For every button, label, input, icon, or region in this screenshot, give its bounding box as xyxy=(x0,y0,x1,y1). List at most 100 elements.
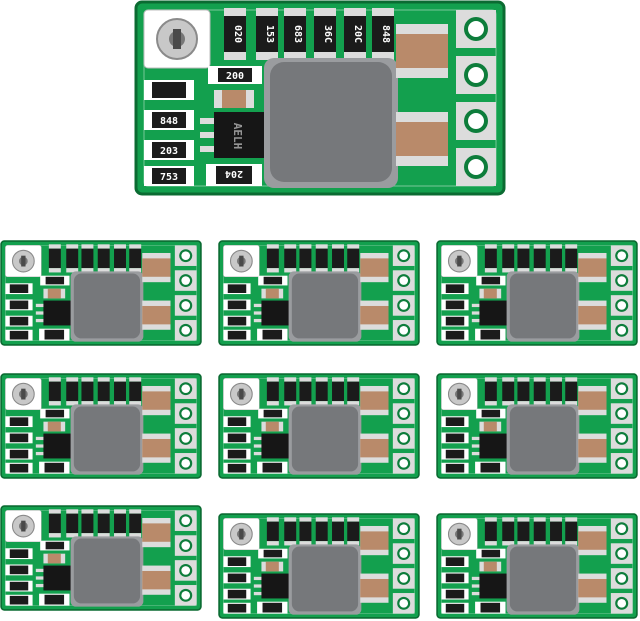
solder-pad-icon xyxy=(610,245,633,266)
capacitor-icon xyxy=(142,517,171,548)
resistor-icon: 203 xyxy=(144,140,194,160)
resistor-icon xyxy=(5,315,33,327)
resistor-icon xyxy=(223,416,251,428)
resistor-icon xyxy=(441,315,469,327)
svg-text:753: 753 xyxy=(160,172,178,183)
resistor-icon: 848 xyxy=(372,8,394,60)
resistor-icon xyxy=(66,244,79,273)
resistor-icon xyxy=(484,377,497,406)
inductor-icon xyxy=(288,404,362,475)
resistor-icon xyxy=(502,377,515,406)
inductor-icon xyxy=(288,544,362,615)
resistor-icon xyxy=(66,509,79,538)
solder-pad-icon xyxy=(174,245,197,266)
resistor-icon xyxy=(533,377,546,406)
resistor-icon xyxy=(502,517,515,546)
resistor-icon xyxy=(81,377,94,406)
solder-pad-icon xyxy=(610,320,633,341)
resistor-icon xyxy=(315,244,328,273)
resistor-icon xyxy=(48,509,61,538)
capacitor-icon xyxy=(396,24,448,78)
resistor-icon xyxy=(347,244,360,273)
capacitor-icon xyxy=(142,385,171,416)
solder-pad-icon xyxy=(610,295,633,316)
capacitor-icon xyxy=(360,573,389,603)
resistor-icon xyxy=(441,283,469,295)
resistor-icon xyxy=(223,602,251,614)
svg-text:36C: 36C xyxy=(322,25,333,43)
trimmer-potentiometer-icon xyxy=(441,378,478,411)
trimmer-potentiometer-icon xyxy=(223,378,260,411)
solder-pad-icon xyxy=(392,270,415,291)
pcb-drawing xyxy=(0,240,202,346)
capacitor-icon xyxy=(578,252,607,283)
resistor-icon xyxy=(284,377,297,406)
resistor-icon xyxy=(5,548,33,560)
solder-pad-icon xyxy=(610,593,633,614)
solder-pad-icon xyxy=(174,428,197,449)
resistor-icon xyxy=(66,377,79,406)
solder-pad-icon xyxy=(174,535,197,556)
inductor-icon xyxy=(506,404,580,475)
resistor-icon xyxy=(129,509,142,538)
resistor-icon xyxy=(565,377,578,406)
solder-pad-icon xyxy=(174,510,197,531)
solder-pad-icon xyxy=(392,428,415,449)
resistor-icon xyxy=(299,517,312,546)
resistor-icon: 753 xyxy=(144,166,194,186)
resistor-icon: 36C xyxy=(314,8,336,60)
inductor-icon xyxy=(264,58,398,188)
resistor-icon xyxy=(223,588,251,600)
inductor-icon xyxy=(70,404,144,475)
pcb-drawing xyxy=(218,513,420,619)
pcb-drawing xyxy=(218,240,420,346)
inductor-icon xyxy=(506,271,580,342)
resistor-icon xyxy=(114,377,126,406)
resistor-icon xyxy=(5,329,33,341)
resistor-icon xyxy=(223,432,251,444)
trimmer-potentiometer-icon xyxy=(143,9,211,69)
resistor-icon xyxy=(114,509,126,538)
resistor-icon xyxy=(315,377,328,406)
resistor-icon xyxy=(5,448,33,460)
capacitor-icon xyxy=(578,573,607,603)
resistor-icon: 020 xyxy=(224,8,246,60)
solder-pad-icon xyxy=(174,378,197,399)
capacitor-icon xyxy=(578,525,607,556)
solder-pad-icon xyxy=(174,295,197,316)
resistor-icon xyxy=(129,377,142,406)
pcb-drawing xyxy=(436,240,638,346)
solder-pad-icon xyxy=(392,295,415,316)
resistor-icon xyxy=(517,517,530,546)
chip-icon xyxy=(35,433,82,459)
resistor-icon xyxy=(441,462,469,474)
capacitor-icon xyxy=(142,433,171,463)
resistor-icon xyxy=(299,377,312,406)
resistor-icon xyxy=(97,244,110,273)
capacitor-icon xyxy=(578,300,607,330)
resistor-icon xyxy=(441,329,469,341)
resistor-icon xyxy=(441,572,469,584)
resistor-icon xyxy=(332,517,344,546)
svg-text:848: 848 xyxy=(380,25,391,43)
resistor-icon xyxy=(347,377,360,406)
capacitor-icon xyxy=(142,252,171,283)
svg-text:848: 848 xyxy=(160,116,178,127)
resistor-icon xyxy=(223,299,251,311)
capacitor-icon xyxy=(360,385,389,416)
capacitor-icon xyxy=(142,300,171,330)
resistor-icon xyxy=(565,517,578,546)
resistor-icon: 153 xyxy=(256,8,278,60)
solder-pad-icon xyxy=(392,593,415,614)
resistor-icon xyxy=(266,244,279,273)
resistor-icon xyxy=(484,244,497,273)
solder-pad-icon xyxy=(174,403,197,424)
solder-pad-icon xyxy=(174,585,197,606)
trimmer-potentiometer-icon xyxy=(5,378,42,411)
trimmer-potentiometer-icon xyxy=(441,245,478,278)
resistor-icon xyxy=(97,377,110,406)
solder-pad-icon xyxy=(392,568,415,589)
resistor-icon xyxy=(517,244,530,273)
resistor-icon xyxy=(550,517,562,546)
